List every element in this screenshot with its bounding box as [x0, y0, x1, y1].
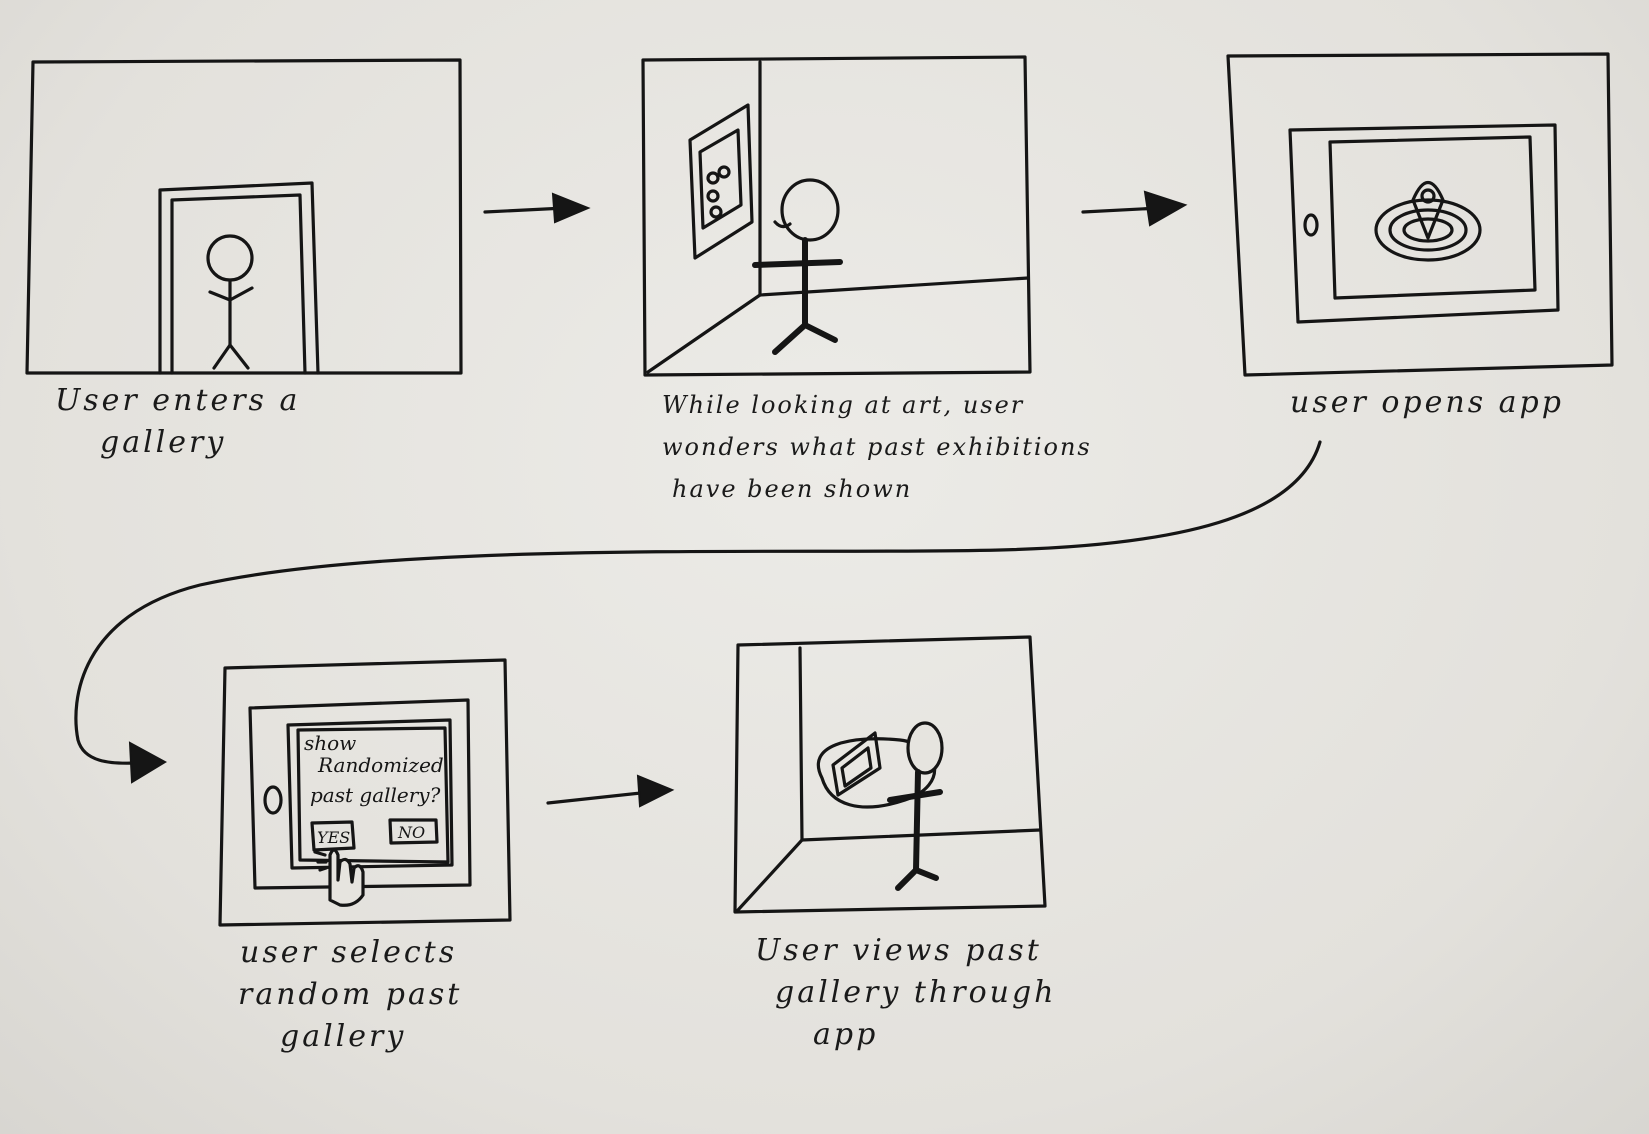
arrow-right-icon: [1081, 190, 1188, 227]
wall-corner: [798, 646, 804, 842]
panel-frame: [641, 55, 1032, 377]
caption-view: User views past gallery through app: [755, 930, 1056, 1056]
yes-label: YES: [317, 828, 350, 847]
stick-figure: [206, 234, 254, 370]
caption-line: app: [813, 1017, 879, 1052]
caption-line: User enters a: [55, 383, 301, 418]
dialog-line-1: show: [304, 731, 356, 755]
arrow-right-icon: [546, 774, 675, 808]
tablet: [248, 698, 472, 890]
tablet: [1288, 123, 1560, 324]
no-button[interactable]: NO: [388, 818, 439, 845]
stick-figure: [887, 721, 944, 891]
dialog-line-3: past gallery?: [310, 783, 441, 807]
no-label: NO: [397, 823, 425, 842]
caption-open: user opens app: [1290, 382, 1564, 424]
caption-line: have been shown: [672, 475, 913, 503]
panel-open: [1226, 52, 1614, 377]
panel-enter: [25, 58, 463, 375]
caption-line: User views past: [755, 933, 1042, 968]
caption-line: user selects: [240, 935, 458, 970]
caption-line: gallery: [100, 425, 227, 460]
caption-enter: User enters a gallery: [55, 380, 300, 464]
panel-frame: [733, 635, 1047, 914]
panel-frame: [25, 58, 463, 375]
panel-frame: [1226, 52, 1614, 377]
framed-painting: [688, 103, 754, 260]
caption-line: random past: [238, 977, 463, 1012]
caption-select: user selects random past gallery: [238, 932, 462, 1058]
dialog-box: show Randomized past gallery? YES NO: [296, 726, 450, 864]
panel-frame: [218, 658, 512, 927]
yes-button[interactable]: YES: [310, 820, 356, 852]
caption-line: gallery: [280, 1019, 407, 1054]
arrow-right-icon: [483, 192, 591, 224]
connector-arrow-icon: [74, 440, 1322, 784]
caption-look: While looking at art, user wonders what …: [662, 384, 1092, 510]
panel-look: [641, 55, 1032, 377]
tapping-hand-icon: [313, 848, 365, 907]
dialog-line-2: Randomized: [317, 753, 444, 777]
stick-figure: [752, 178, 843, 355]
panel-view: [733, 635, 1047, 914]
caption-line: user opens app: [1290, 385, 1564, 420]
caption-line: gallery through: [775, 975, 1057, 1010]
doorway: [158, 181, 320, 375]
caption-line: wonders what past exhibitions: [662, 433, 1092, 461]
caption-line: While looking at art, user: [662, 391, 1025, 419]
panel-select: show Randomized past gallery? YES NO: [218, 658, 512, 927]
map-pin-icon: [1374, 180, 1482, 262]
